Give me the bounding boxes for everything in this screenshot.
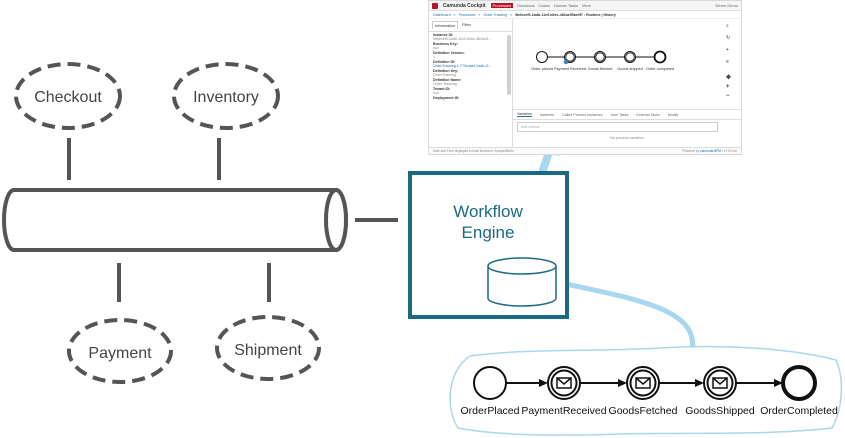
mini-start-event <box>536 51 548 63</box>
node-label: GoodsShipped <box>685 405 755 417</box>
tab-modify[interactable]: Modify <box>667 112 679 117</box>
message-event-goods-shipped <box>703 366 737 400</box>
sidebar-scrollbar[interactable] <box>507 35 511 95</box>
crumb-processes[interactable]: Processes <box>458 12 476 17</box>
tab-user-tasks[interactable]: User Tasks <box>610 112 629 117</box>
tab-external-tasks[interactable]: External Tasks <box>636 112 660 117</box>
zoom-in-icon[interactable]: + <box>726 84 730 90</box>
field-definition-id: Definition ID:OrderTracking:1:773edaef-2… <box>433 60 492 68</box>
add-icon[interactable]: + <box>726 47 729 53</box>
nav-more[interactable]: More <box>582 3 592 8</box>
canvas-tools: ⌕ ↻ + ≡ <box>726 23 730 65</box>
service-shipment: Shipment <box>215 315 321 381</box>
arrow-head <box>618 379 627 387</box>
service-payment: Payment <box>67 318 173 384</box>
menu-icon[interactable]: ≡ <box>726 59 729 65</box>
refresh-icon[interactable]: ↻ <box>726 35 731 41</box>
message-event-goods-fetched <box>626 366 660 400</box>
field-definition-key: Definition Key:OrderTracking <box>433 69 459 77</box>
service-shipment-label: Shipment <box>234 342 302 359</box>
end-event <box>781 365 817 401</box>
mini-label: Order placed <box>531 67 553 71</box>
arrow-head <box>539 379 548 387</box>
cockpit-sidebar: Information Filter Instance ID:5b6ecef0-… <box>429 19 513 147</box>
workflow-engine: Workflow Engine <box>408 171 569 319</box>
service-payment-label: Payment <box>88 345 152 362</box>
arrow-head <box>695 379 704 387</box>
no-variables-message: No process variables <box>610 136 644 140</box>
node-label: PaymentReceived <box>521 405 606 417</box>
detail-tabs: Variables Incidents Called Process Insta… <box>513 109 741 120</box>
crumb-current: 5b6ecef0-2adb-11e9-b0ec-482ae55ae0f7 : R… <box>515 12 616 17</box>
crumb-order-tracking[interactable]: Order Tracking <box>483 12 508 17</box>
zoom-out-icon[interactable]: − <box>726 93 730 99</box>
cockpit-topbar: Camunda Cockpit Processes Decisions Case… <box>429 1 741 11</box>
service-inventory-label: Inventory <box>193 89 259 106</box>
field-definition-version: Definition Version:1 <box>433 51 465 59</box>
footer-version: / v7.9.0-ee <box>721 149 737 153</box>
nav-human-tasks[interactable]: Human Tasks <box>553 3 579 8</box>
sidebar-tabs: Information Filter <box>429 19 512 32</box>
bpmn-process: OrderPlaced PaymentReceived GoodsFetched… <box>461 365 838 417</box>
node-label: OrderCompleted <box>760 405 838 417</box>
envelope-icon <box>556 377 572 389</box>
field-deployment-id: Deployment ID: <box>433 96 460 100</box>
cockpit-screenshot: Camunda Cockpit Processes Decisions Case… <box>428 0 742 155</box>
tab-incidents[interactable]: Incidents <box>539 112 555 117</box>
zoom-tools: ✥ + − <box>726 74 731 99</box>
service-inventory: Inventory <box>172 62 280 130</box>
cockpit-brand: Camunda Cockpit <box>443 2 486 9</box>
footer-powered: Powered by camunda BPM / v7.9.0-ee <box>682 149 737 153</box>
field-tenant-id: Tenant ID:null <box>433 87 451 95</box>
search-icon[interactable]: ⌕ <box>726 23 729 29</box>
criteria-input[interactable]: Add criteria <box>517 122 718 132</box>
envelope-icon <box>712 377 728 389</box>
workflow-engine-label-line1: Workflow <box>453 202 523 221</box>
crumb-dashboard[interactable]: Dashboard <box>433 12 451 17</box>
field-instance-id: Instance ID:5b6ecef0-2adb-11e9-b0ec-482a… <box>433 33 492 41</box>
envelope-icon <box>635 377 651 389</box>
mini-end-event <box>653 50 667 64</box>
mini-bpmn-canvas: Order placed Payment Received Goods fetc… <box>531 50 674 71</box>
tab-information[interactable]: Information <box>432 21 459 29</box>
breadcrumb: Dashboard » Processes » Order Tracking »… <box>429 11 741 19</box>
cockpit-footer: Date and Time displayed in local timezon… <box>429 147 741 154</box>
message-event-payment <box>547 366 581 400</box>
node-label: OrderPlaced <box>461 405 520 417</box>
footer-timezone: Date and Time displayed in local timezon… <box>433 149 514 153</box>
crumb-sep: » <box>510 12 513 17</box>
workflow-engine-label-line2: Engine <box>462 223 515 242</box>
message-bus <box>2 188 348 252</box>
cockpit-user[interactable]: Demo Demo <box>715 3 738 8</box>
nav-decisions[interactable]: Decisions <box>517 3 535 8</box>
footer-powered-text: Powered by <box>682 149 700 153</box>
node-label: GoodsFetched <box>609 405 678 417</box>
camunda-logo-icon <box>432 2 438 9</box>
service-checkout-label: Checkout <box>34 89 102 106</box>
database-icon <box>487 257 557 307</box>
service-checkout: Checkout <box>14 62 122 130</box>
engine-to-process-connector <box>563 281 696 355</box>
nav-processes[interactable]: Processes <box>490 3 514 8</box>
mini-label: Goods shipped <box>617 67 643 71</box>
mini-label: Order completed <box>646 67 674 71</box>
mini-token-badge <box>563 59 569 65</box>
footer-link[interactable]: camunda BPM <box>700 149 722 153</box>
crumb-sep: » <box>478 12 481 17</box>
tab-filter[interactable]: Filter <box>462 22 471 27</box>
start-event <box>473 366 507 400</box>
field-business-key: Business Key:null <box>433 42 458 50</box>
arrow-head <box>774 379 783 387</box>
crumb-sep: » <box>453 12 456 17</box>
tab-variables[interactable]: Variables <box>517 112 532 117</box>
cockpit-nav: Processes Decisions Cases Human Tasks Mo… <box>490 3 592 8</box>
tab-called-process-instances[interactable]: Called Process Instances <box>562 112 603 117</box>
nav-cases[interactable]: Cases <box>538 3 550 8</box>
field-definition-name: Definition Name:Order Tracking <box>433 78 462 86</box>
move-icon[interactable]: ✥ <box>726 75 732 81</box>
mini-label: Payment Received <box>554 67 586 71</box>
mini-label: Goods fetched <box>588 67 613 71</box>
